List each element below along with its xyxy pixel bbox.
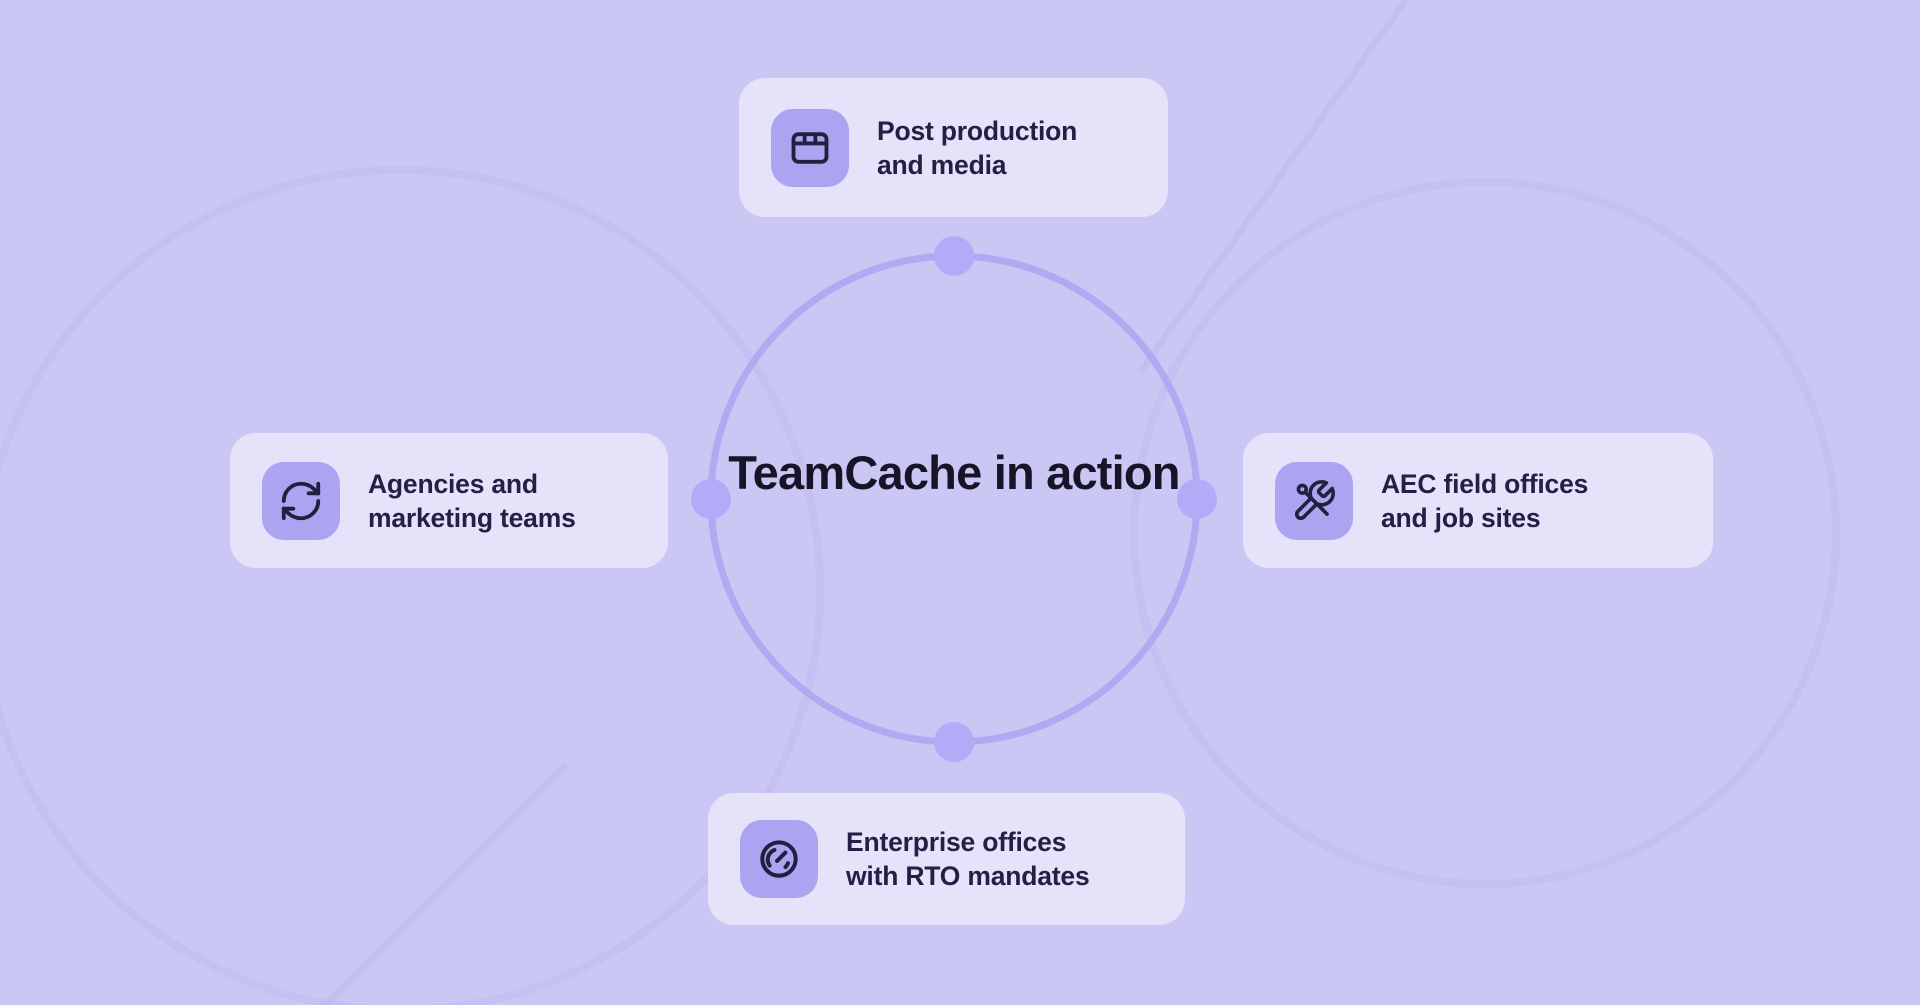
card-post-production-and-media: Post production and media [739,78,1168,217]
connector-dot-left [691,479,731,519]
connector-dot-right [1177,479,1217,519]
card-label-line: marketing teams [368,502,576,533]
diagram-title-line1: TeamCache [728,446,982,499]
diagram-title: TeamCache in action [654,444,1254,501]
card-agencies-marketing: Agencies and marketing teams [230,433,668,568]
card-aec-field-offices: AEC field offices and job sites [1243,433,1713,568]
card-label: Post production and media [877,114,1077,182]
card-label-line: AEC field offices [1381,468,1589,499]
card-label-line: with RTO mandates [846,861,1090,891]
decorative-circle-right [1130,178,1840,888]
decorative-line-top-right [1137,0,1411,375]
card-label-line: Post production [877,115,1078,146]
card-label: Enterprise offices with RTO mandates [846,825,1090,893]
connector-dot-bottom [934,722,974,762]
sync-arrows-icon [262,461,340,540]
crossed-tools-icon [1275,461,1353,540]
card-label: AEC field offices and job sites [1381,467,1588,535]
card-label-line: and media [877,149,1007,180]
gauge-icon [740,820,818,898]
card-label-line: Enterprise offices [846,827,1067,857]
diagram-title-line2: in action [993,446,1181,499]
connector-dot-top [934,236,974,276]
card-enterprise-rto: Enterprise offices with RTO mandates [708,793,1185,925]
card-label-line: Agencies and [368,468,538,499]
browser-window-icon [771,108,849,187]
decorative-circle-left [0,166,824,1005]
card-label: Agencies and marketing teams [368,467,576,535]
decorative-line-bottom-left [320,761,569,1005]
card-label-line: and job sites [1381,502,1541,533]
